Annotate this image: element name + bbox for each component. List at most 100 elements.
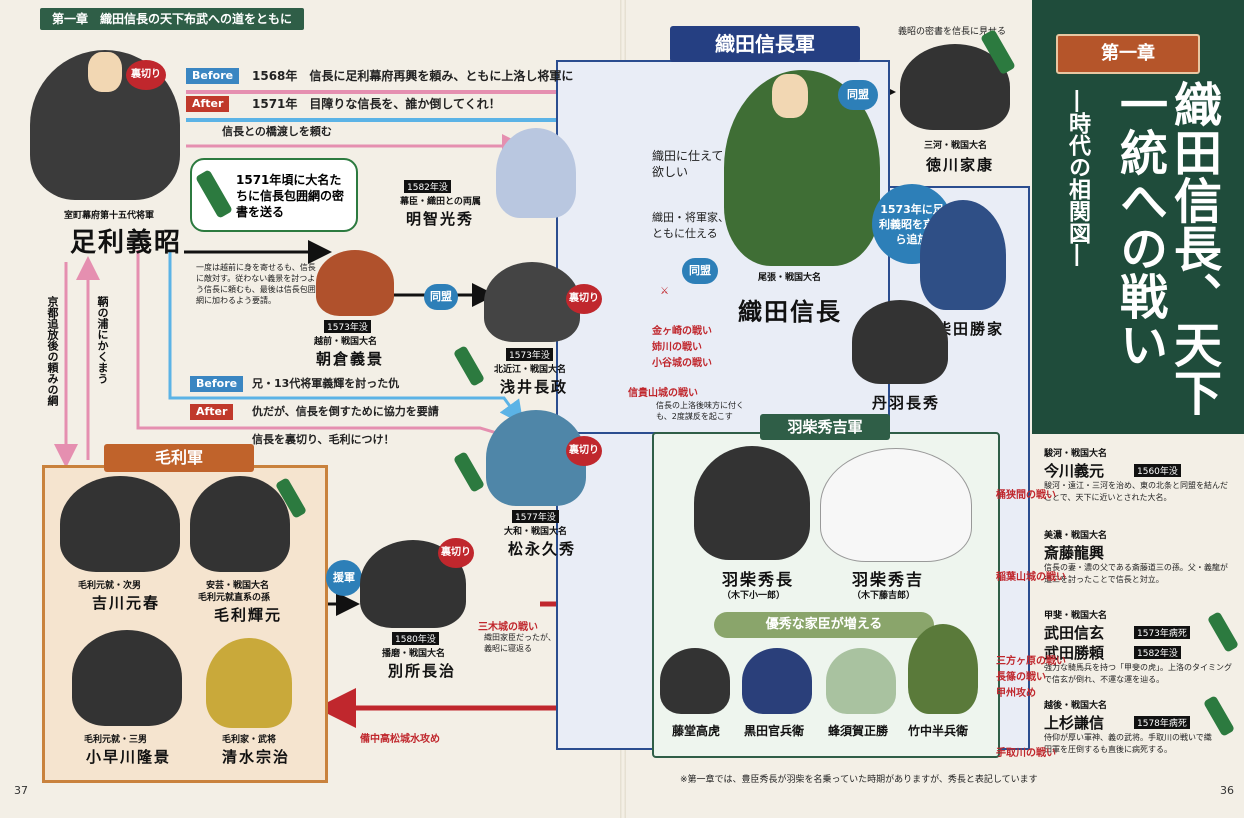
hidenaga-name: 羽柴秀長 [722,566,794,590]
nagamasa-role: 北近江・戦国大名 [494,362,566,375]
hideyoshi-figure [820,448,972,562]
nagamasa-death: 1573年没 [506,348,553,361]
kenshin-name: 上杉謙信 [1044,712,1104,733]
mitsuhide-death: 1582年没 [404,180,451,193]
yoshiaki-face [88,52,122,92]
nobunaga-role: 尾張・戦国大名 [758,270,821,283]
masakatsu-name: 蜂須賀正勝 [828,722,888,739]
after-text-2: 仇だが、信長を倒すために協力を要請 [252,406,439,418]
hisahide-death: 1577年没 [512,510,559,523]
hisahide-role: 大和・戦国大名 [504,524,567,537]
kyoto-exile-text: 京都追放後の頼みの綱 [44,296,60,436]
nobunaga-name: 織田信長 [738,292,842,327]
yoshikage-figure [316,250,394,316]
alliance-badge-ieyasu: 同盟 [838,80,878,110]
shingen-name: 武田信玄 [1044,622,1104,643]
mitsuhide-figure [496,128,576,218]
terumoto-figure [190,476,290,572]
nagamasa-name: 浅井長政 [500,376,568,397]
battle-takamatsu: 備中高松城水攻め [360,730,440,745]
takakage-figure [72,630,182,726]
katsuyori-death: 1582年没 [1134,646,1181,659]
yoshikage-role: 越前・戦国大名 [314,334,377,347]
muneharu-role: 毛利家・武将 [222,732,276,745]
tomo-text: 鞆の浦にかくまう [94,296,110,426]
betrayal-badge-hisahide: 裏切り [566,436,602,466]
terumoto-name: 毛利輝元 [214,604,282,625]
yoshiaki-name: 足利義昭 [70,222,182,259]
motoharu-name: 吉川元春 [92,592,160,613]
hanbei-figure [908,624,978,714]
kanbei-name: 黒田官兵衛 [744,722,804,739]
yoshimoto-death: 1560年没 [1134,464,1181,477]
hideyoshi-sub: （木下藤吉郎） [852,588,915,601]
takakage-name: 小早川隆景 [86,746,171,767]
ieyasu-name: 徳川家康 [926,154,994,175]
swords-icon: ⚔ [660,286,669,297]
betrayal-badge-nagamasa: 裏切り [566,284,602,314]
tatsuoki-role: 美濃・戦国大名 [1044,528,1107,541]
motoharu-figure [60,476,180,572]
kenshin-desc: 侍仰が厚い軍神、義の武将。手取川の戦いで織田軍を圧倒するも直後に病死する。 [1044,732,1214,756]
page-subtitle: ―時代の相関図― [1054,90,1094,390]
yoshimoto-desc: 駿河・遠江・三河を治め、東の北条と同盟を結んだことで、天下に近いとされた大名。 [1044,480,1234,504]
page-number-left: 37 [14,784,28,797]
after-text-1: 1571年 目障りな信長を、誰か倒してくれ！ [252,98,501,110]
takakage-role: 毛利元就・三男 [84,732,147,745]
battle-nagashino: 長篠の戦い [996,668,1046,683]
serve-text: 織田に仕えて欲しい [652,148,728,180]
hidenaga-sub: （木下小一郎） [722,588,785,601]
battle-miki: 三木城の戦い [478,618,538,633]
takatora-name: 藤堂高虎 [672,722,720,739]
yoshimoto-role: 駿河・戦国大名 [1044,446,1107,459]
shingen-role: 甲斐・戦国大名 [1044,608,1107,621]
chapter-header-bar: 第一章 織田信長の天下布武への道をともに [40,8,304,30]
battle-shigisan: 信貴山城の戦い [628,384,698,399]
yoshikage-name: 朝倉義景 [316,348,384,369]
battle-tedorigawa: 手取川の戦い [996,744,1056,759]
support-badge: 援軍 [326,560,362,596]
before-text-2: 兄・13代将軍義輝を討った仇 [252,378,399,390]
katsuyori-desc: 強力な騎馬兵を持つ「甲斐の虎」。上洛のタイミングで信玄が倒れ、不運な運を辿る。 [1044,662,1234,686]
after-tag-2: After [190,404,233,420]
serve-text-2: 織田・将軍家、ともに仕える [652,210,736,242]
muneharu-name: 清水宗治 [222,746,290,767]
alliance-badge-asakura-asai: 同盟 [424,284,458,310]
shingen-death: 1573年病死 [1134,626,1190,639]
mitsuhide-link-text: 信長との橋渡しを頼む [222,126,332,138]
hisahide-note: 信長の上洛後味方に付くも、2度謀反を起こす [656,400,746,422]
battle-kanegasaki: 金ヶ崎の戦い [652,322,712,337]
nagahide-figure [852,300,948,384]
nobunaga-face [772,74,808,118]
yoshimoto-name: 今川義元 [1044,460,1104,481]
hanbei-name: 竹中半兵衛 [908,722,968,739]
nagaharu-death: 1580年没 [392,632,439,645]
betrayal-badge-yoshiaki: 裏切り [126,60,166,90]
muneharu-figure [206,638,292,728]
hideyoshi-name: 羽柴秀吉 [852,566,924,590]
ieyasu-role: 三河・戦国大名 [924,138,987,151]
yoshikage-death: 1573年没 [324,320,371,333]
kenshin-role: 越後・戦国大名 [1044,698,1107,711]
battle-odani: 小谷城の戦い [652,354,712,369]
masakatsu-figure [826,648,896,714]
mitsuhide-name: 明智光秀 [406,208,474,229]
betrayal-badge-nagaharu: 裏切り [438,538,474,568]
hashiba-army-label: 羽柴秀吉軍 [760,414,890,440]
battle-okehazama: 桶狭間の戦い [996,486,1056,501]
secret-letter-note: 1571年頃に大名たちに信長包囲網の密書を送る [190,158,358,232]
footnote: ※第一章では、豊臣秀長が羽柴を名乗っていた時期がありますが、秀長と表記しています [680,774,1038,786]
oda-army-label: 織田信長軍 [670,26,860,62]
motoharu-role: 毛利元就・次男 [78,578,141,591]
mouri-army-label: 毛利軍 [104,444,254,472]
retainers-grow-badge: 優秀な家臣が増える [714,612,934,638]
before-tag-1: Before [186,68,239,84]
asakura-note: 一度は越前に身を寄せるも、信長に敵対す。従わない義景を討つよう信長に頼むも、最後… [196,262,316,306]
page-number-right: 36 [1220,784,1234,797]
battle-koshu: 甲州攻め [996,684,1036,699]
terumoto-role2: 毛利元就直系の孫 [198,590,270,603]
yoshiaki-role: 室町幕府第十五代将軍 [64,208,154,221]
hidenaga-figure [694,446,810,560]
nagaharu-name: 別所長治 [388,660,456,681]
